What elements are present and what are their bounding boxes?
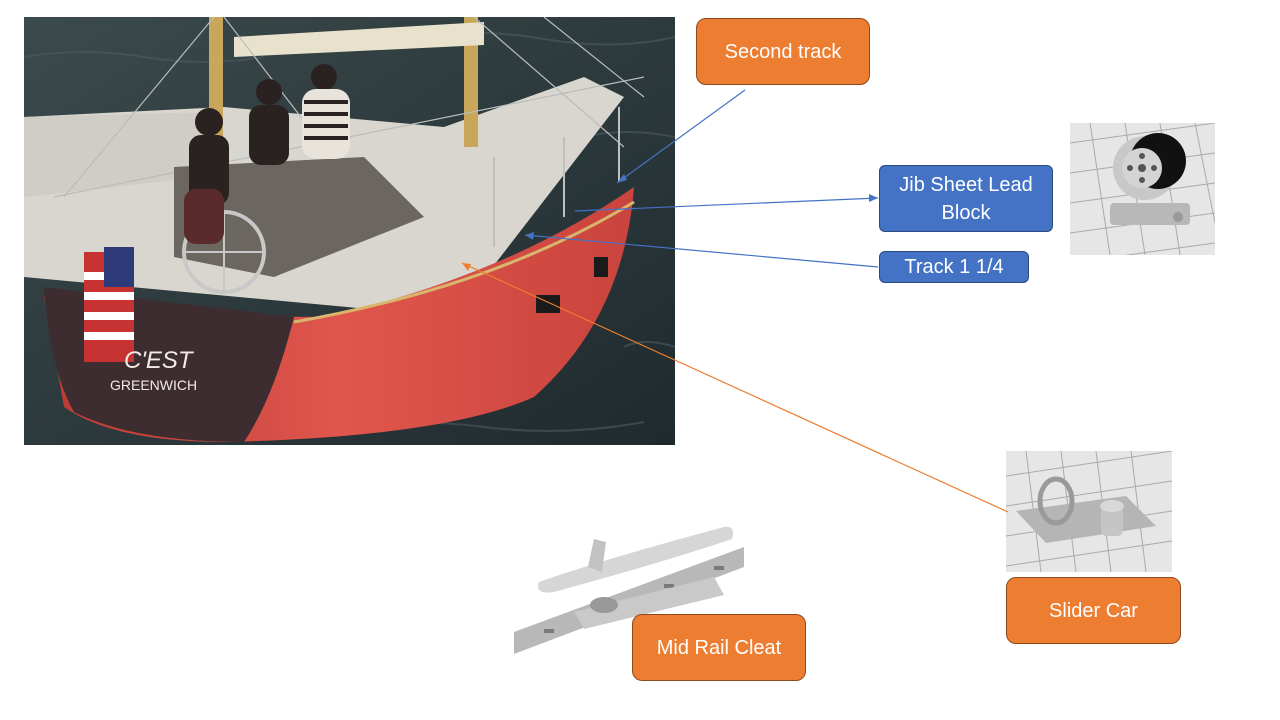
mid-rail-cleat-photo xyxy=(514,517,744,657)
track-connector xyxy=(524,234,879,268)
jib-block-photo xyxy=(1070,123,1215,255)
second-track-connector xyxy=(616,89,746,184)
hull-name: C'EST xyxy=(124,347,193,374)
track-label: Track 1 1/4 xyxy=(879,251,1029,283)
second-track-label: Second track xyxy=(696,18,870,85)
jib-sheet-lead-block-label: Jib Sheet Lead Block xyxy=(879,165,1053,232)
slider-car-connector xyxy=(461,262,1009,513)
jib-block-connector xyxy=(574,197,879,212)
slider-car-photo xyxy=(1006,451,1172,572)
sailboat-photo: C'EST GREENWICH xyxy=(24,17,675,445)
hull-port: GREENWICH xyxy=(110,377,198,393)
slider-car-label: Slider Car xyxy=(1006,577,1181,644)
mid-rail-cleat-label: Mid Rail Cleat xyxy=(632,614,806,681)
